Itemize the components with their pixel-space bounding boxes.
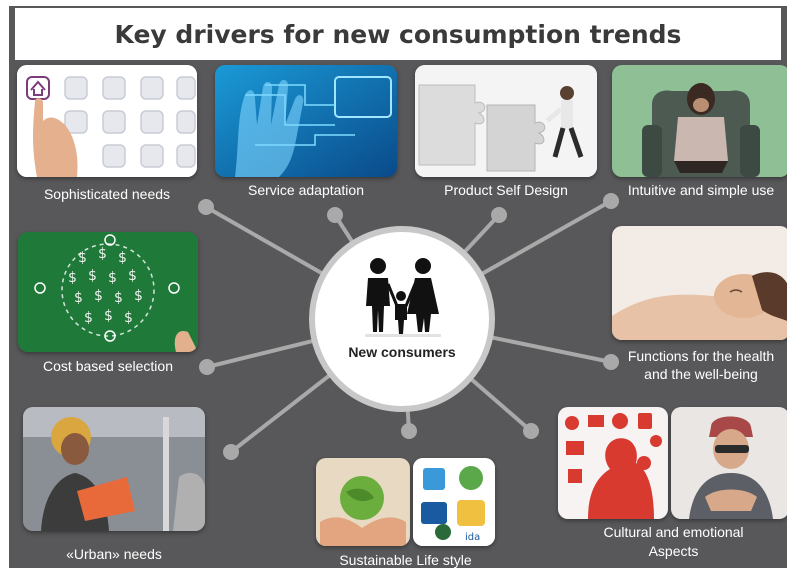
label-cultural-line1: Cultural and emotional: [603, 524, 744, 540]
svg-text:ida: ida: [465, 532, 480, 543]
label-intuitive-use: Intuitive and simple use: [627, 182, 775, 198]
family-icon: [365, 258, 441, 337]
svg-text:$: $: [104, 308, 113, 324]
center-hub: New consumers: [309, 226, 495, 412]
sustainable-logos-image: ida: [413, 458, 495, 546]
urban-needs-image: [23, 407, 205, 531]
svg-text:$: $: [128, 268, 137, 284]
label-product-self-design: Product Self Design: [444, 182, 568, 198]
sustainable-globe-image: [316, 458, 410, 546]
connector-dot-self-design: [491, 207, 507, 223]
svg-text:$: $: [108, 270, 117, 286]
label-health-line2: and the well-being: [644, 366, 758, 382]
svg-text:$: $: [98, 246, 107, 262]
cultural-portrait-image: [671, 407, 787, 519]
center-label: New consumers: [348, 344, 456, 360]
cultural-collage-image: [558, 407, 668, 519]
label-service-adaptation: Service adaptation: [248, 182, 364, 198]
intuitive-use-image: [612, 65, 787, 177]
svg-text:$: $: [114, 290, 123, 306]
connector-dot-intuitive: [603, 193, 619, 209]
svg-text:$: $: [94, 288, 103, 304]
svg-text:$: $: [78, 250, 87, 266]
sophisticated-needs-image: [17, 65, 197, 177]
svg-text:$: $: [118, 250, 127, 266]
title-bar: Key drivers for new consumption trends: [15, 8, 781, 60]
slide: Key drivers for new consumption trends: [9, 6, 787, 568]
label-cultural-line2: Aspects: [648, 543, 699, 559]
label-sustainable-life-style: Sustainable Life style: [339, 552, 472, 568]
svg-text:$: $: [68, 270, 77, 286]
connector-dot-cultural: [523, 423, 539, 439]
svg-text:$: $: [84, 310, 93, 326]
slide-title: Key drivers for new consumption trends: [114, 19, 682, 49]
connector-dot-sustainable: [401, 423, 417, 439]
health-wellbeing-image: [612, 226, 787, 340]
connector-dot-urban: [223, 444, 239, 460]
label-cost-based-selection: Cost based selection: [43, 358, 173, 374]
connector-dot-cost: [199, 359, 215, 375]
svg-text:$: $: [88, 268, 97, 284]
cost-based-selection-image: $$$ $$$$ $$$$ $$$: [18, 232, 198, 352]
product-self-design-image: [415, 65, 597, 177]
connector-dot-service: [327, 207, 343, 223]
label-sophisticated-needs: Sophisticated needs: [43, 186, 171, 202]
label-urban-needs: «Urban» needs: [66, 546, 162, 562]
svg-text:$: $: [124, 310, 133, 326]
svg-text:$: $: [134, 288, 143, 304]
connector-dot-health: [603, 354, 619, 370]
svg-text:$: $: [74, 290, 83, 306]
connector-dot-sophisticated: [198, 199, 214, 215]
label-health-line1: Functions for the health: [627, 348, 775, 364]
service-adaptation-image: [215, 65, 397, 177]
